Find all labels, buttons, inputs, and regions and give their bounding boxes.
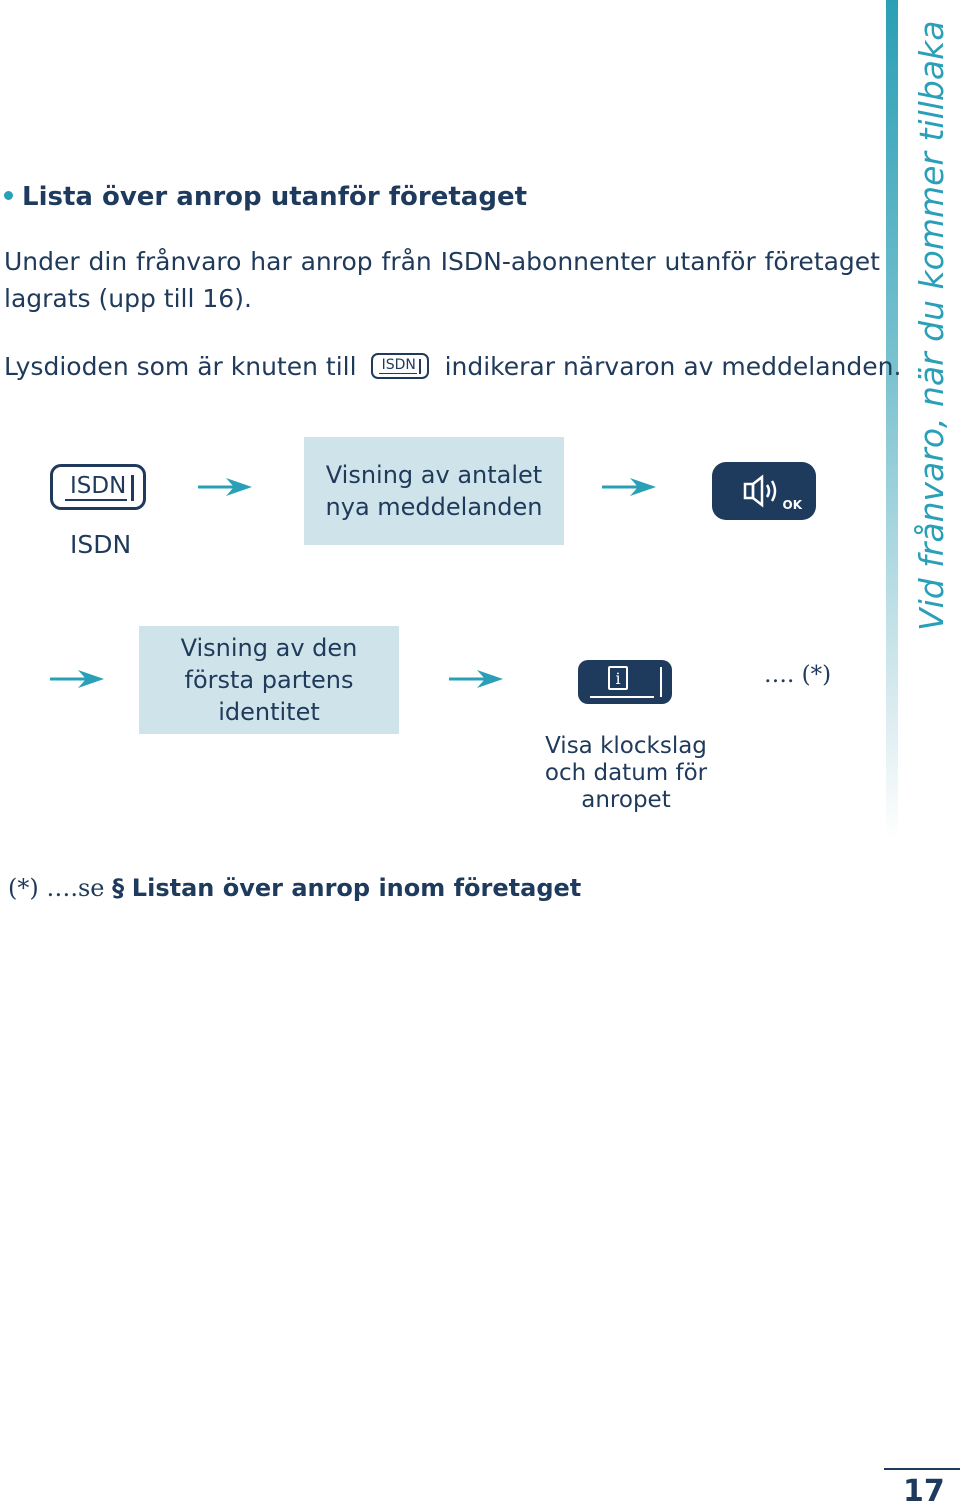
ok-speaker-key-icon: OK xyxy=(712,462,816,520)
step-identity-box: Visning av den första partens identitet xyxy=(139,626,399,734)
isdn-caption: ISDN xyxy=(70,530,132,559)
footnote-reference: Listan över anrop inom företaget xyxy=(131,874,582,902)
arrow-right-icon xyxy=(602,478,656,496)
info-key-caption: Visa klockslag och datum för anropet xyxy=(544,733,708,813)
info-key-label: i xyxy=(615,669,621,688)
intro-paragraph: Under din frånvaro har anrop från ISDN-a… xyxy=(4,247,880,313)
continuation-marker: …. (*) xyxy=(764,662,832,688)
side-section-title: Vid frånvaro, när du kommer tillbaka xyxy=(912,20,951,631)
ok-key-label: OK xyxy=(782,498,803,512)
arrow-right-icon xyxy=(50,670,104,688)
isdn-key-label: ISDN xyxy=(70,473,127,499)
footnote: (*) ….se § Listan över anrop inom företa… xyxy=(8,874,581,902)
info-key-icon: i xyxy=(578,660,672,704)
step-identity-text: Visning av den första partens identitet xyxy=(180,634,358,726)
speaker-icon xyxy=(743,474,777,508)
led-line-before: Lysdioden som är knuten till xyxy=(4,352,357,381)
isdn-inline-key-label: ISDN xyxy=(381,357,416,373)
arrow-right-icon xyxy=(198,478,252,496)
led-line: Lysdioden som är knuten till ISDN indikera… xyxy=(4,352,901,381)
page-number-rule xyxy=(884,1468,960,1470)
isdn-inline-key-icon: ISDN xyxy=(370,353,429,379)
section-heading-text: Lista över anrop utanför företaget xyxy=(22,182,528,212)
bullet-icon xyxy=(4,191,13,200)
arrow-right-icon xyxy=(449,670,503,688)
side-accent-bar xyxy=(886,0,898,840)
section-heading: Lista över anrop utanför företaget xyxy=(4,182,527,212)
section-symbol: § xyxy=(112,874,125,902)
page-number: 17 xyxy=(903,1474,945,1509)
step-count-box: Visning av antalet nya meddelanden xyxy=(304,437,564,545)
footnote-prefix: (*) ….se xyxy=(8,874,105,902)
led-line-after: indikerar närvaron av meddelanden. xyxy=(444,352,902,381)
isdn-key-icon: ISDN xyxy=(50,464,146,510)
step-count-text: Visning av antalet nya meddelanden xyxy=(325,461,543,521)
